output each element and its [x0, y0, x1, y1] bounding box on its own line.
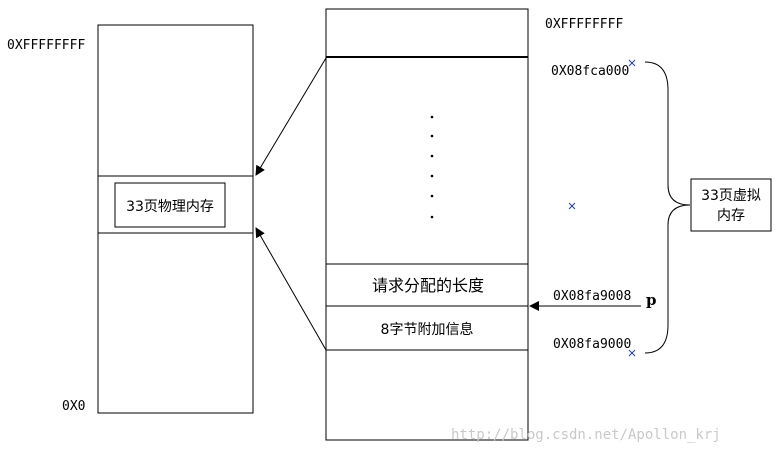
- virtual-top-address: 0XFFFFFFFF: [545, 17, 623, 32]
- vertical-ellipsis: [430, 115, 434, 219]
- address-pointer: 0X08fa9008: [553, 289, 631, 304]
- physical-top-address: 0XFFFFFFFF: [7, 38, 85, 53]
- virtual-pages-label-line1: 33页虚拟: [701, 188, 761, 204]
- marker-cross-upper: [628, 59, 636, 67]
- physical-bottom-address: 0X0: [62, 399, 85, 414]
- marker-cross-middle: [568, 202, 576, 210]
- arrow-virtual-header-to-physical: [255, 227, 327, 351]
- virtual-pages-label-line2: 内存: [717, 208, 745, 224]
- arrow-virtual-top-to-physical: [255, 57, 327, 176]
- physical-block-label-box: [114, 182, 226, 228]
- virtual-pages-label-box: [690, 178, 772, 232]
- requested-length-label: 请求分配的长度: [372, 276, 484, 295]
- address-lower: 0X08fa9000: [553, 337, 631, 352]
- header-info-label: 8字节附加信息: [381, 321, 474, 338]
- physical-block-label: 33页物理内存: [126, 199, 214, 215]
- virtual-memory-column: [325, 8, 529, 441]
- watermark: http://blog.csdn.net/Apollon_krj: [451, 427, 721, 443]
- curly-brace: [644, 61, 691, 354]
- address-upper: 0X08fca000: [551, 64, 629, 79]
- marker-cross-lower: [628, 349, 636, 357]
- pointer-label: p: [646, 291, 657, 309]
